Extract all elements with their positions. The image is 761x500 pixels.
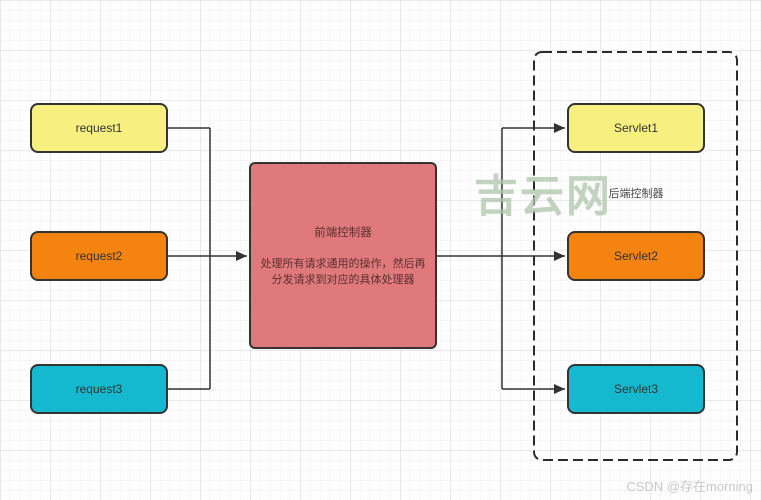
node-front-controller: 前端控制器 处理所有请求通用的操作，然后再分发请求到对应的具体处理器 <box>249 162 437 349</box>
front-controller-description: 处理所有请求通用的操作，然后再分发请求到对应的具体处理器 <box>260 257 426 286</box>
node-request2: request2 <box>30 231 168 281</box>
node-request3: request3 <box>30 364 168 414</box>
node-servlet2-label: Servlet2 <box>613 249 659 263</box>
node-servlet3-label: Servlet3 <box>613 382 659 396</box>
node-servlet1-label: Servlet1 <box>613 121 659 135</box>
node-servlet3: Servlet3 <box>567 364 705 414</box>
node-request2-label: request2 <box>75 249 123 263</box>
node-request1: request1 <box>30 103 168 153</box>
node-request3-label: request3 <box>75 382 123 396</box>
node-request1-label: request1 <box>75 121 123 135</box>
node-servlet2: Servlet2 <box>567 231 705 281</box>
backend-group-label: 后端控制器 <box>608 188 664 200</box>
node-servlet1: Servlet1 <box>567 103 705 153</box>
credit-text: CSDN @存在morning <box>626 479 753 494</box>
front-controller-title: 前端控制器 <box>314 226 372 239</box>
